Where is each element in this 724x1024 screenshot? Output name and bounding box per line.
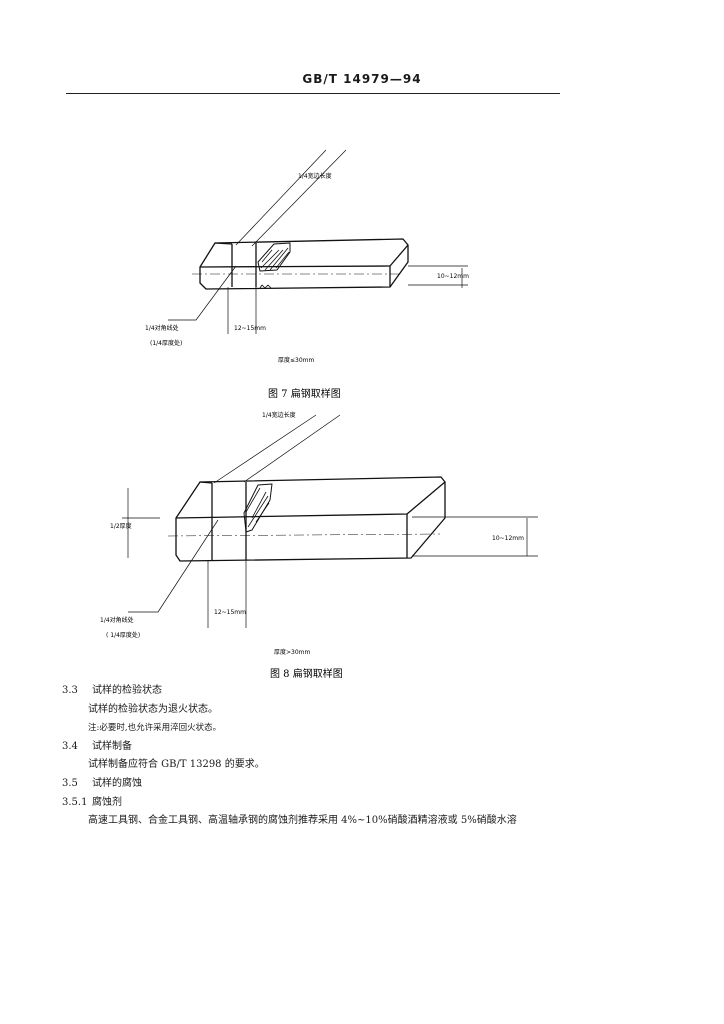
fig8-len-extension bbox=[207, 560, 247, 628]
fig8-centerline bbox=[167, 533, 441, 537]
fig7-bar-outline bbox=[199, 238, 409, 290]
figure8-drawing bbox=[122, 414, 538, 628]
figure8-labels: 1/4宽边长度 1/2厚度 10~12mm 1/4对角线处 ( 1/4厚度处) … bbox=[100, 411, 524, 680]
fig8-corner-leader bbox=[128, 519, 219, 613]
page-header: GB/T 14979—94 bbox=[302, 72, 422, 86]
paragraph-3-5-1: 高速工具钢、合金工具钢、高温轴承钢的腐蚀剂推荐采用 4%~10%硝酸酒精溶液或 … bbox=[88, 815, 517, 827]
fig8-label-corner: 1/4对角线处 bbox=[100, 616, 134, 624]
fig7-corner-leader bbox=[168, 265, 237, 321]
fig8-half-extension bbox=[122, 488, 160, 558]
fig7-label-width: 1/4宽边长度 bbox=[298, 172, 332, 180]
fig8-sample bbox=[243, 483, 273, 533]
figure7-drawing bbox=[168, 149, 468, 334]
fig8-bar-front-top bbox=[175, 481, 446, 519]
header-rule bbox=[66, 93, 560, 94]
figure7-labels: 1/4宽边长度 10~12mm 1/4对角线处 (1/4厚度处) 12~15mm… bbox=[145, 172, 469, 400]
fig8-label-len: 12~15mm bbox=[214, 609, 246, 616]
figures-canvas: 1/4宽边长度 10~12mm 1/4对角线处 (1/4厚度处) 12~15mm… bbox=[100, 149, 538, 680]
fig7-label-thickness: 厚度≤30mm bbox=[278, 356, 315, 364]
fig7-bar-front-top bbox=[199, 244, 409, 268]
fig7-hatch-bottom bbox=[259, 284, 272, 289]
fig8-label-width: 1/4宽边长度 bbox=[262, 411, 296, 419]
fig7-width-extension bbox=[235, 149, 347, 247]
fig8-cut-top bbox=[199, 481, 213, 484]
fig8-label-thickness: 厚度>30mm bbox=[274, 648, 311, 656]
fig7-depth-extension bbox=[408, 265, 468, 286]
fig8-caption: 图 8 扁钢取样图 bbox=[270, 667, 343, 680]
fig8-depth-extension bbox=[412, 516, 538, 557]
paragraph-3-3: 试样的检验状态为退火状态。 bbox=[88, 703, 218, 715]
fig7-label-corner-sub: (1/4厚度处) bbox=[150, 339, 182, 347]
fig8-bar-outline bbox=[175, 476, 446, 562]
note-3-3: 注:必要时,也允许采用淬回火状态。 bbox=[88, 723, 222, 734]
fig8-hatch bbox=[245, 487, 270, 528]
fig7-hatch bbox=[260, 247, 290, 271]
fig7-cut-top bbox=[214, 242, 233, 245]
fig7-label-len: 12~15mm bbox=[234, 325, 266, 332]
fig7-sample bbox=[257, 242, 291, 272]
fig8-label-corner-sub: ( 1/4厚度处) bbox=[106, 631, 140, 639]
fig8-width-extension bbox=[213, 414, 341, 484]
fig8-label-half: 1/2厚度 bbox=[110, 522, 132, 530]
fig7-len-extension bbox=[227, 287, 257, 334]
fig7-label-depth: 10~12mm bbox=[437, 273, 469, 280]
paragraph-3-4: 试样制备应符合 GB/T 13298 的要求。 bbox=[88, 759, 265, 771]
fig8-label-depth: 10~12mm bbox=[492, 535, 524, 542]
fig7-label-corner: 1/4对角线处 bbox=[145, 324, 179, 332]
fig7-caption: 图 7 扁钢取样图 bbox=[268, 387, 341, 400]
